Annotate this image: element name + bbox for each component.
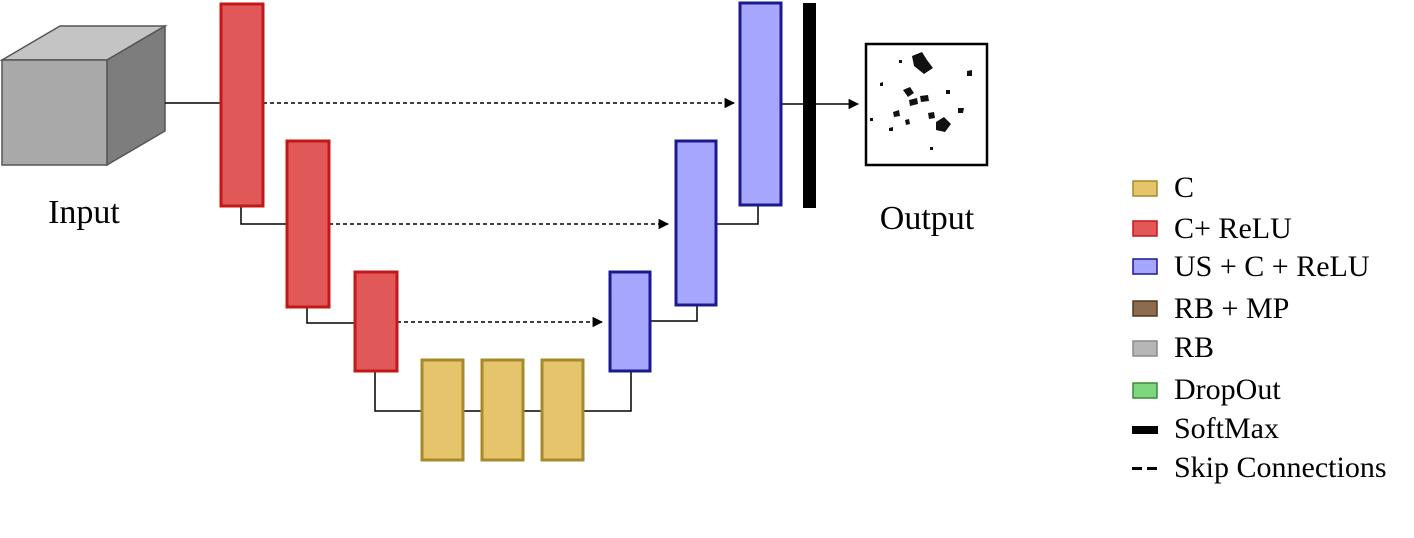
legend-item-rb: RB bbox=[1132, 331, 1214, 364]
legend-item-c-relu: C+ ReLU bbox=[1132, 212, 1292, 245]
legend-label-rb: RB bbox=[1174, 331, 1214, 364]
input-label: Input bbox=[48, 194, 120, 231]
legend-label-us-c-relu: US + C + ReLU bbox=[1174, 250, 1370, 283]
legend-swatch-c-relu bbox=[1132, 220, 1158, 237]
decoder2-to-decoder1-line bbox=[716, 206, 759, 225]
legend-swatch-rb-mp bbox=[1132, 300, 1158, 317]
legend-label-c-relu: C+ ReLU bbox=[1174, 212, 1292, 245]
bottleneck-block-3 bbox=[540, 358, 585, 462]
bottleneck-to-decoder3-line bbox=[583, 371, 632, 412]
softmax-bar bbox=[803, 3, 816, 208]
encoder1-to-encoder2-line bbox=[240, 206, 287, 225]
legend-label-dropout: DropOut bbox=[1174, 373, 1281, 406]
output-label: Output bbox=[880, 200, 975, 237]
bottleneck-block-2 bbox=[480, 358, 525, 462]
encoder-block-2 bbox=[285, 139, 331, 309]
legend-item-skip-connections: Skip Connections bbox=[1132, 451, 1387, 484]
legend-label-c: C bbox=[1174, 171, 1194, 204]
output-image bbox=[864, 42, 989, 167]
skip-connections bbox=[263, 97, 736, 328]
legend-label-rb-mp: RB + MP bbox=[1174, 292, 1289, 325]
legend-item-dropout: DropOut bbox=[1132, 373, 1281, 406]
legend-swatch-dropout bbox=[1132, 382, 1158, 399]
decoder-blocks bbox=[608, 1, 783, 373]
legend: C C+ ReLU US + C + ReLU RB + MP RB DropO… bbox=[1132, 171, 1387, 484]
output-segmentation-mask bbox=[870, 52, 972, 150]
legend-item-rb-mp: RB + MP bbox=[1132, 292, 1289, 325]
encoder-block-1 bbox=[219, 2, 265, 208]
legend-swatch-us-c-relu bbox=[1132, 258, 1158, 275]
bottleneck-block-1 bbox=[420, 358, 465, 462]
decoder-block-1 bbox=[738, 1, 783, 207]
legend-swatch-rb bbox=[1132, 340, 1158, 357]
encoder3-to-bottleneck-line bbox=[374, 371, 422, 412]
legend-swatch-skip-connections bbox=[1132, 467, 1157, 470]
encoder-block-3 bbox=[353, 270, 399, 373]
legend-item-softmax: SoftMax bbox=[1132, 412, 1279, 445]
legend-swatch-softmax bbox=[1132, 426, 1158, 434]
decoder3-to-decoder2-line bbox=[650, 305, 698, 322]
legend-item-c: C bbox=[1132, 171, 1194, 204]
solid-connections bbox=[165, 98, 860, 412]
bottleneck-blocks bbox=[420, 358, 585, 462]
legend-swatch-c bbox=[1132, 180, 1158, 197]
legend-label-softmax: SoftMax bbox=[1174, 412, 1279, 445]
legend-label-skip-connections: Skip Connections bbox=[1174, 451, 1387, 484]
encoder2-to-encoder3-line bbox=[306, 307, 355, 324]
decoder-block-2 bbox=[674, 139, 718, 307]
input-cube bbox=[0, 24, 168, 167]
encoder-blocks bbox=[219, 2, 399, 373]
decoder-block-3 bbox=[608, 270, 652, 373]
input-cube-front bbox=[1, 59, 108, 166]
legend-item-us-c-relu: US + C + ReLU bbox=[1132, 250, 1370, 283]
